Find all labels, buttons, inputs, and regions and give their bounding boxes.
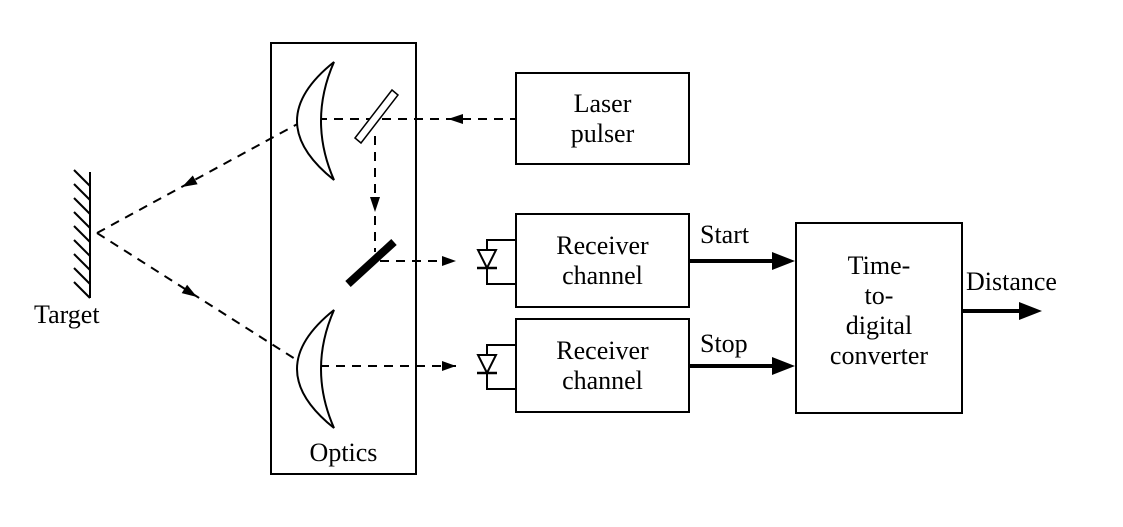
- arrowhead-from-target-icon: [181, 284, 197, 297]
- lens-top-icon: [296, 61, 335, 181]
- signal-arrowheads: [772, 252, 1042, 375]
- photodiode-start-icon: [476, 239, 515, 285]
- time-to-digital-converter-box: Time- to- digital converter: [795, 222, 963, 414]
- distance-label: Distance: [966, 267, 1057, 296]
- target-label: Target: [34, 300, 100, 329]
- optics-label: Optics: [309, 438, 378, 467]
- receiver-channel-top-box: Receiver channel: [515, 213, 690, 308]
- optics-box: [270, 42, 417, 475]
- receiver-channel-bottom-box: Receiver channel: [515, 318, 690, 413]
- beam-target-to-optics: [96, 232, 304, 365]
- beam-splitter-icon: [353, 88, 400, 145]
- lens-bottom-icon: [296, 309, 335, 429]
- signal-arrow-lines: [690, 259, 1020, 368]
- distance-arrowhead-icon: [1019, 302, 1042, 320]
- stop-arrowhead-icon: [772, 357, 795, 375]
- target-wall-icon: [73, 169, 91, 299]
- laser-pulser-box: Laser pulser: [515, 72, 690, 165]
- mirror-icon: [345, 239, 397, 287]
- start-label: Start: [700, 220, 750, 249]
- arrowhead-to-target-icon: [182, 175, 198, 187]
- arrowhead-left-icon: [448, 114, 463, 124]
- arrowhead-down-icon: [370, 197, 380, 212]
- beam-optics-to-target: [96, 120, 304, 234]
- arrowhead-right-icon: [442, 256, 456, 266]
- arrowhead-right-icon: [442, 361, 456, 371]
- photodiode-stop-icon: [476, 344, 515, 390]
- stop-label: Stop: [700, 329, 748, 358]
- start-arrowhead-icon: [772, 252, 795, 270]
- beam-arrowheads: [181, 114, 463, 371]
